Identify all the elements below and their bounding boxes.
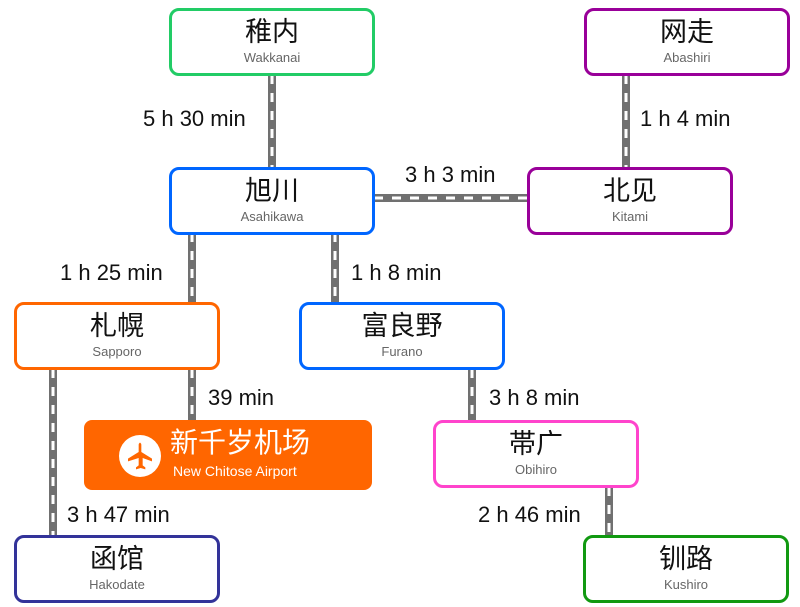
station-name-en: Kitami [611, 209, 649, 224]
station-name-en: Kushiro [663, 577, 709, 592]
station-name-zh: 北见 [603, 176, 657, 207]
travel-time-sapporo-airport: 39 min [208, 385, 275, 410]
station-abashiri[interactable]: 网走 Abashiri [584, 8, 790, 76]
travel-time-asahikawa-furano: 1 h 8 min [351, 260, 442, 285]
station-wakkanai[interactable]: 稚内 Wakkanai [169, 8, 375, 76]
travel-time-wakkanai-asahikawa: 5 h 30 min [143, 106, 246, 131]
station-name-en: Asahikawa [240, 209, 304, 224]
station-name-zh: 旭川 [245, 176, 299, 207]
airport-name-en: New Chitose Airport [173, 463, 297, 479]
station-name-zh: 函馆 [90, 544, 144, 575]
travel-time-sapporo-hakodate: 3 h 47 min [67, 502, 170, 527]
station-asahikawa[interactable]: 旭川 Asahikawa [169, 167, 375, 235]
station-name-zh: 网走 [660, 17, 714, 48]
station-sapporo[interactable]: 札幌 Sapporo [14, 302, 220, 370]
travel-time-asahikawa-sapporo: 1 h 25 min [60, 260, 163, 285]
airport-name-zh: 新千岁机场 [170, 426, 311, 459]
travel-time-furano-obihiro: 3 h 8 min [489, 385, 580, 410]
station-name-en: Hakodate [89, 577, 145, 592]
station-name-en: Abashiri [663, 50, 711, 65]
station-name-zh: 钏路 [659, 544, 713, 575]
station-name-en: Obihiro [515, 462, 557, 477]
station-kitami[interactable]: 北见 Kitami [527, 167, 733, 235]
airplane-icon [119, 435, 161, 477]
station-kushiro[interactable]: 钏路 Kushiro [583, 535, 789, 603]
station-name-zh: 富良野 [361, 311, 443, 342]
station-name-zh: 帯广 [509, 429, 563, 460]
travel-time-abashiri-kitami: 1 h 4 min [640, 106, 731, 131]
station-name-en: Wakkanai [243, 50, 301, 65]
station-furano[interactable]: 富良野 Furano [299, 302, 505, 370]
station-name-zh: 稚内 [245, 17, 299, 48]
travel-time-asahikawa-kitami: 3 h 3 min [405, 162, 496, 187]
station-hakodate[interactable]: 函馆 Hakodate [14, 535, 220, 603]
station-name-en: Sapporo [92, 344, 142, 359]
station-name-zh: 札幌 [90, 311, 144, 342]
station-obihiro[interactable]: 帯广 Obihiro [433, 420, 639, 488]
station-new-chitose-airport[interactable]: 新千岁机场 New Chitose Airport [84, 420, 372, 490]
travel-time-obihiro-kushiro: 2 h 46 min [478, 502, 581, 527]
station-name-en: Furano [381, 344, 423, 359]
